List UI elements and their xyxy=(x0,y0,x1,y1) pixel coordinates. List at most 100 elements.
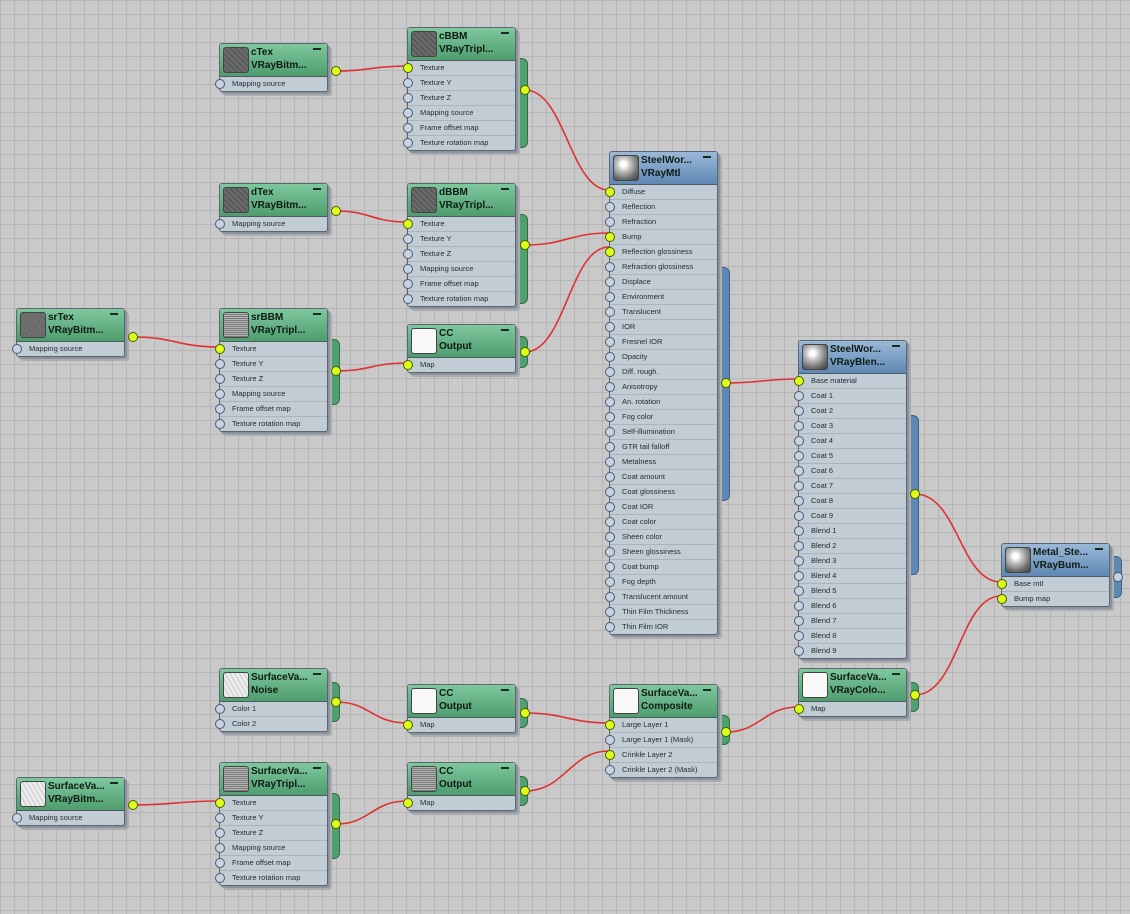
socket-icon[interactable] xyxy=(605,532,615,542)
input-slot[interactable]: Coat 2 xyxy=(794,404,906,419)
socket-icon[interactable] xyxy=(605,607,615,617)
output-socket-icon[interactable] xyxy=(520,240,530,250)
socket-icon[interactable] xyxy=(605,412,615,422)
input-slot[interactable]: Reflection xyxy=(605,200,717,215)
output-socket-icon[interactable] xyxy=(520,85,530,95)
socket-icon[interactable] xyxy=(997,594,1007,604)
input-slot[interactable]: Coat 1 xyxy=(794,389,906,404)
minimize-icon[interactable] xyxy=(501,32,509,34)
input-slot[interactable]: IOR xyxy=(605,320,717,335)
input-slot[interactable]: Fog depth xyxy=(605,575,717,590)
input-slot[interactable]: Mapping source xyxy=(215,387,327,402)
output-socket-icon[interactable] xyxy=(331,206,341,216)
input-slot[interactable]: Texture Z xyxy=(403,91,515,106)
socket-icon[interactable] xyxy=(605,502,615,512)
input-slot[interactable]: Mapping source xyxy=(215,841,327,856)
socket-icon[interactable] xyxy=(997,579,1007,589)
node-header[interactable]: SteelWor... VRayMtl xyxy=(610,152,717,185)
minimize-icon[interactable] xyxy=(501,767,509,769)
node-header[interactable]: SurfaceVa... Noise xyxy=(220,669,327,702)
input-slot[interactable]: Mapping source xyxy=(403,262,515,277)
input-slot[interactable]: Texture Z xyxy=(403,247,515,262)
input-slot[interactable]: Texture Y xyxy=(403,232,515,247)
input-slot[interactable]: Fresnel IOR xyxy=(605,335,717,350)
node-cc-output-1[interactable]: CC Output Map xyxy=(403,324,516,373)
socket-icon[interactable] xyxy=(605,247,615,257)
socket-icon[interactable] xyxy=(794,541,804,551)
input-slot[interactable]: GTR tail falloff xyxy=(605,440,717,455)
input-slot[interactable]: Coat color xyxy=(605,515,717,530)
input-slot[interactable]: Thin Film Thickness xyxy=(605,605,717,620)
input-slot[interactable]: Refraction xyxy=(605,215,717,230)
input-slot[interactable]: Opacity xyxy=(605,350,717,365)
socket-icon[interactable] xyxy=(794,376,804,386)
socket-icon[interactable] xyxy=(794,466,804,476)
minimize-icon[interactable] xyxy=(1095,548,1103,550)
input-slot[interactable]: Blend 8 xyxy=(794,629,906,644)
output-socket-icon[interactable] xyxy=(520,786,530,796)
node-surface-bitmap[interactable]: SurfaceVa... VRayBitm... Mapping source xyxy=(12,777,125,826)
socket-icon[interactable] xyxy=(605,397,615,407)
socket-icon[interactable] xyxy=(794,704,804,714)
input-slot[interactable]: Mapping source xyxy=(12,342,124,356)
output-socket-icon[interactable] xyxy=(520,708,530,718)
socket-icon[interactable] xyxy=(794,556,804,566)
input-slot[interactable]: Frame offset map xyxy=(403,121,515,136)
input-slot[interactable]: Coat bump xyxy=(605,560,717,575)
input-slot[interactable]: Mapping source xyxy=(12,811,124,825)
input-slot[interactable]: Anisotropy xyxy=(605,380,717,395)
node-header[interactable]: cBBM VRayTripl... xyxy=(408,28,515,61)
socket-icon[interactable] xyxy=(403,108,413,118)
socket-icon[interactable] xyxy=(605,232,615,242)
node-header[interactable]: CC Output xyxy=(408,763,515,796)
socket-icon[interactable] xyxy=(605,457,615,467)
output-socket-icon[interactable] xyxy=(520,347,530,357)
socket-icon[interactable] xyxy=(605,750,615,760)
node-header[interactable]: SurfaceVa... VRayTripl... xyxy=(220,763,327,796)
node-header[interactable]: srBBM VRayTripl... xyxy=(220,309,327,342)
input-slot[interactable]: Metalness xyxy=(605,455,717,470)
output-socket-icon[interactable] xyxy=(128,800,138,810)
node-cc-output-2[interactable]: CC Output Map xyxy=(403,684,516,733)
input-slot[interactable]: Frame offset map xyxy=(403,277,515,292)
output-socket-icon[interactable] xyxy=(721,727,731,737)
input-slot[interactable]: Frame offset map xyxy=(215,856,327,871)
input-slot[interactable]: Blend 4 xyxy=(794,569,906,584)
input-slot[interactable]: Texture Y xyxy=(403,76,515,91)
input-slot[interactable]: Diff. rough. xyxy=(605,365,717,380)
minimize-icon[interactable] xyxy=(703,689,711,691)
socket-icon[interactable] xyxy=(605,735,615,745)
socket-icon[interactable] xyxy=(605,562,615,572)
input-slot[interactable]: Coat IOR xyxy=(605,500,717,515)
socket-icon[interactable] xyxy=(215,858,225,868)
minimize-icon[interactable] xyxy=(313,767,321,769)
socket-icon[interactable] xyxy=(794,391,804,401)
output-socket-icon[interactable] xyxy=(910,489,920,499)
socket-icon[interactable] xyxy=(605,577,615,587)
minimize-icon[interactable] xyxy=(313,48,321,50)
socket-icon[interactable] xyxy=(605,517,615,527)
socket-icon[interactable] xyxy=(403,78,413,88)
input-slot[interactable]: Coat 5 xyxy=(794,449,906,464)
socket-icon[interactable] xyxy=(215,828,225,838)
input-slot[interactable]: Color 1 xyxy=(215,702,327,717)
minimize-icon[interactable] xyxy=(110,782,118,784)
socket-icon[interactable] xyxy=(403,294,413,304)
input-slot[interactable]: Blend 3 xyxy=(794,554,906,569)
socket-icon[interactable] xyxy=(605,307,615,317)
minimize-icon[interactable] xyxy=(892,673,900,675)
socket-icon[interactable] xyxy=(605,337,615,347)
input-slot[interactable]: Texture rotation map xyxy=(403,136,515,150)
output-socket-icon[interactable] xyxy=(331,697,341,707)
minimize-icon[interactable] xyxy=(501,689,509,691)
socket-icon[interactable] xyxy=(403,138,413,148)
input-slot[interactable]: Blend 9 xyxy=(794,644,906,658)
input-slot[interactable]: Sheen color xyxy=(605,530,717,545)
node-surface-noise[interactable]: SurfaceVa... Noise Color 1 Color 2 xyxy=(215,668,328,732)
input-slot[interactable]: Thin Film IOR xyxy=(605,620,717,634)
socket-icon[interactable] xyxy=(605,472,615,482)
input-slot[interactable]: Blend 6 xyxy=(794,599,906,614)
input-slot[interactable]: Frame offset map xyxy=(215,402,327,417)
output-socket-icon[interactable] xyxy=(331,819,341,829)
socket-icon[interactable] xyxy=(794,406,804,416)
